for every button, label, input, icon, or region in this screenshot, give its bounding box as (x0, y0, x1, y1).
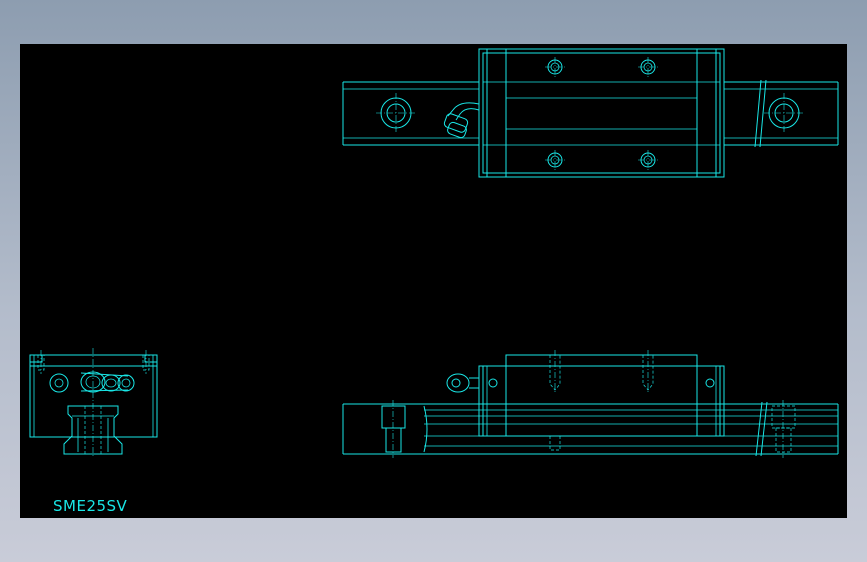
end-screw-right (117, 374, 135, 392)
rail-bolt-right-section (771, 400, 796, 458)
rail-bolt-left-section (381, 400, 406, 458)
carriage-block-end (29, 348, 158, 456)
side-view (342, 350, 839, 458)
model-label: SME25SV (53, 497, 128, 515)
grease-nipple-side (446, 373, 479, 393)
carriage-block-side (478, 350, 725, 451)
rail-hole-left (376, 93, 416, 133)
rail-top-view (342, 79, 839, 148)
rail-side-view (342, 401, 839, 457)
cad-drawing (29, 48, 839, 458)
block-hole-2 (638, 57, 658, 77)
drawing-canvas: SME25SV (20, 44, 847, 518)
block-hole-3 (545, 150, 565, 170)
top-view (342, 48, 839, 178)
end-screw-left (49, 373, 69, 393)
grease-nipple-top (443, 102, 480, 139)
rail-hole-right (764, 93, 804, 133)
block-hole-4 (638, 150, 658, 170)
block-hole-1 (545, 57, 565, 77)
rail-end-section (63, 405, 123, 455)
end-view (29, 348, 158, 456)
carriage-block-top (478, 48, 725, 178)
grease-nipple-end (80, 371, 129, 393)
